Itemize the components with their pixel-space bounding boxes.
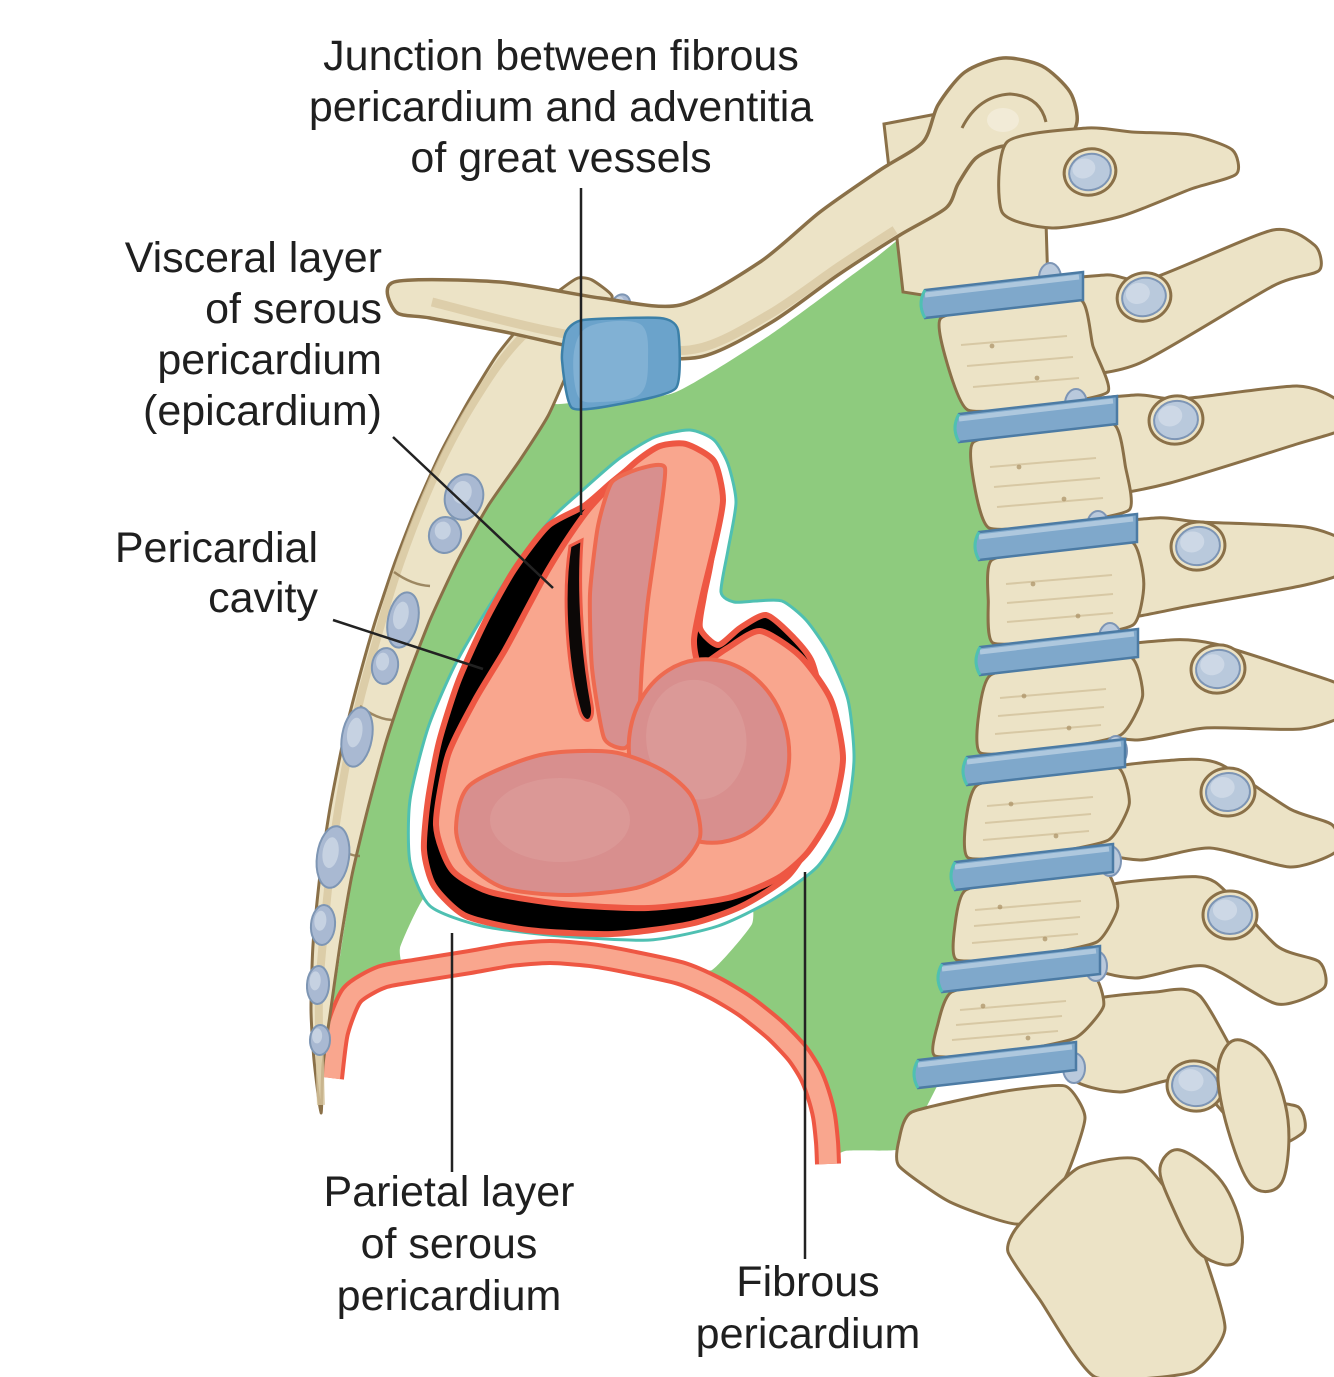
svg-text:(epicardium): (epicardium) — [143, 387, 382, 435]
svg-text:Pericardial: Pericardial — [115, 524, 318, 572]
svg-text:pericardium and adventitia: pericardium and adventitia — [309, 83, 813, 131]
svg-text:of serous: of serous — [361, 1220, 538, 1268]
svg-text:cavity: cavity — [208, 574, 318, 622]
svg-text:of great vessels: of great vessels — [410, 134, 711, 182]
svg-text:pericardium: pericardium — [157, 336, 382, 384]
svg-text:Fibrous: Fibrous — [736, 1258, 879, 1306]
svg-text:pericardium: pericardium — [696, 1310, 921, 1358]
svg-text:Parietal layer: Parietal layer — [324, 1168, 575, 1216]
svg-text:of serous: of serous — [205, 285, 382, 333]
svg-text:Visceral layer: Visceral layer — [125, 234, 382, 282]
svg-text:pericardium: pericardium — [337, 1272, 562, 1320]
svg-text:Junction between fibrous: Junction between fibrous — [323, 32, 799, 80]
